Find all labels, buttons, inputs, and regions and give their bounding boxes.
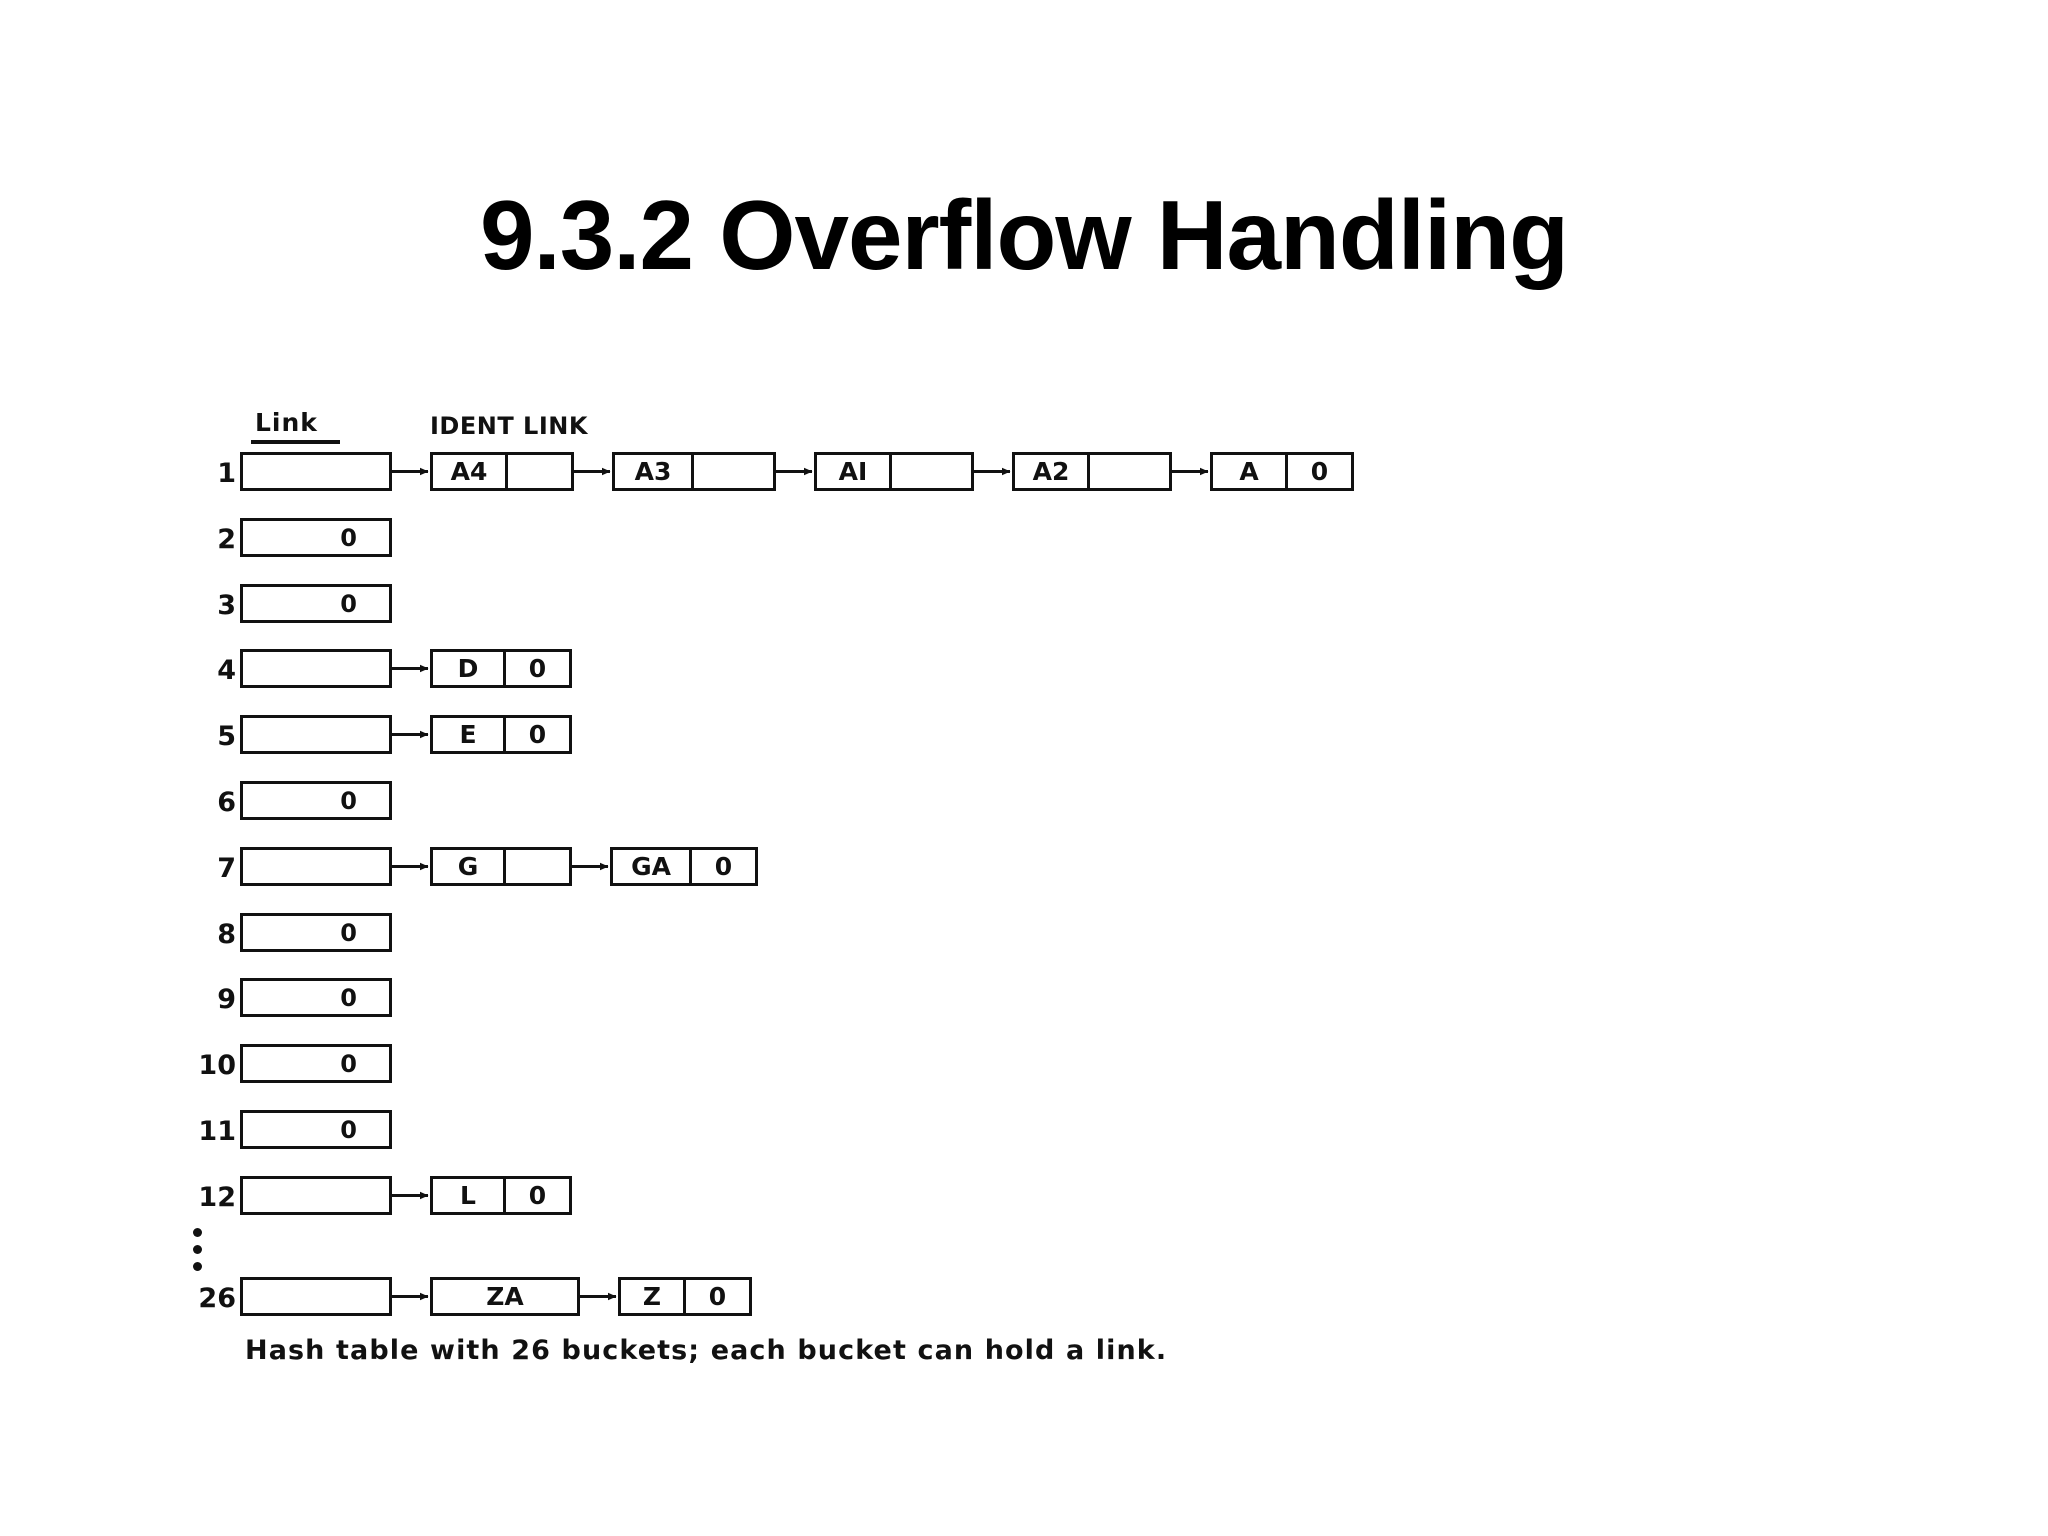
- bucket-9[interactable]: 0: [240, 978, 392, 1017]
- node-26-1[interactable]: ZA: [430, 1277, 580, 1316]
- node-link: 0: [1285, 455, 1351, 488]
- node-ident: Z: [642, 1282, 662, 1311]
- node-1-3[interactable]: AI: [814, 452, 974, 491]
- node-1-1[interactable]: A4: [430, 452, 574, 491]
- row-index-11: 11: [198, 1116, 236, 1147]
- bucket-7[interactable]: [240, 847, 392, 886]
- row-index-3: 3: [217, 590, 236, 621]
- figure-caption: Hash table with 26 buckets; each bucket …: [245, 1335, 1168, 1366]
- bucket-5[interactable]: [240, 715, 392, 754]
- node-link: 0: [689, 850, 755, 883]
- vertical-ellipsis-icon: [190, 1228, 204, 1279]
- bucket-4[interactable]: [240, 649, 392, 688]
- node-ident: ZA: [486, 1282, 524, 1311]
- node-1-2[interactable]: A3: [612, 452, 776, 491]
- bucket-26[interactable]: [240, 1277, 392, 1316]
- node-link: [1087, 455, 1169, 488]
- node-ident: GA: [631, 852, 671, 881]
- row-index-12: 12: [198, 1182, 236, 1213]
- page-title: 9.3.2 Overflow Handling: [480, 179, 1569, 290]
- node-link: [889, 455, 971, 488]
- bucket-6[interactable]: 0: [240, 781, 392, 820]
- node-link: 0: [503, 652, 569, 685]
- bucket-null-link: 0: [340, 786, 357, 815]
- bucket-null-link: 0: [340, 589, 357, 618]
- bucket-null-link: 0: [340, 918, 357, 947]
- row-index-4: 4: [217, 655, 236, 686]
- node-link: 0: [503, 718, 569, 751]
- node-ident: A3: [634, 457, 672, 486]
- node-link: 0: [503, 1179, 569, 1212]
- row-index-5: 5: [217, 721, 236, 752]
- node-link: [505, 455, 571, 488]
- row-index-7: 7: [217, 853, 236, 884]
- node-ident: G: [457, 852, 479, 881]
- row-index-1: 1: [217, 458, 236, 489]
- node-link: [503, 850, 569, 883]
- row-index-10: 10: [198, 1050, 236, 1081]
- node-ident: L: [460, 1181, 476, 1210]
- bucket-null-link: 0: [340, 1049, 357, 1078]
- node-ident: E: [459, 720, 477, 749]
- bucket-null-link: 0: [340, 1115, 357, 1144]
- node-ident: A4: [450, 457, 488, 486]
- node-1-4[interactable]: A2: [1012, 452, 1172, 491]
- node-ident: A2: [1032, 457, 1070, 486]
- row-index-26: 26: [198, 1283, 236, 1314]
- node-link: [691, 455, 773, 488]
- row-index-8: 8: [217, 919, 236, 950]
- bucket-1[interactable]: [240, 452, 392, 491]
- node-7-1[interactable]: G: [430, 847, 572, 886]
- bucket-column-header: Link: [255, 408, 318, 437]
- node-7-2[interactable]: GA 0: [610, 847, 758, 886]
- bucket-11[interactable]: 0: [240, 1110, 392, 1149]
- bucket-2[interactable]: 0: [240, 518, 392, 557]
- node-ident: A: [1239, 457, 1259, 486]
- bucket-null-link: 0: [340, 983, 357, 1012]
- node-ident: AI: [838, 457, 868, 486]
- bucket-column-header-underline: [251, 440, 340, 444]
- bucket-12[interactable]: [240, 1176, 392, 1215]
- bucket-10[interactable]: 0: [240, 1044, 392, 1083]
- node-ident: D: [457, 654, 479, 683]
- row-index-6: 6: [217, 787, 236, 818]
- node-column-header: IDENT LINK: [430, 412, 588, 440]
- node-link: 0: [683, 1280, 749, 1313]
- bucket-null-link: 0: [340, 523, 357, 552]
- bucket-3[interactable]: 0: [240, 584, 392, 623]
- row-index-2: 2: [217, 524, 236, 555]
- bucket-8[interactable]: 0: [240, 913, 392, 952]
- row-index-9: 9: [217, 984, 236, 1015]
